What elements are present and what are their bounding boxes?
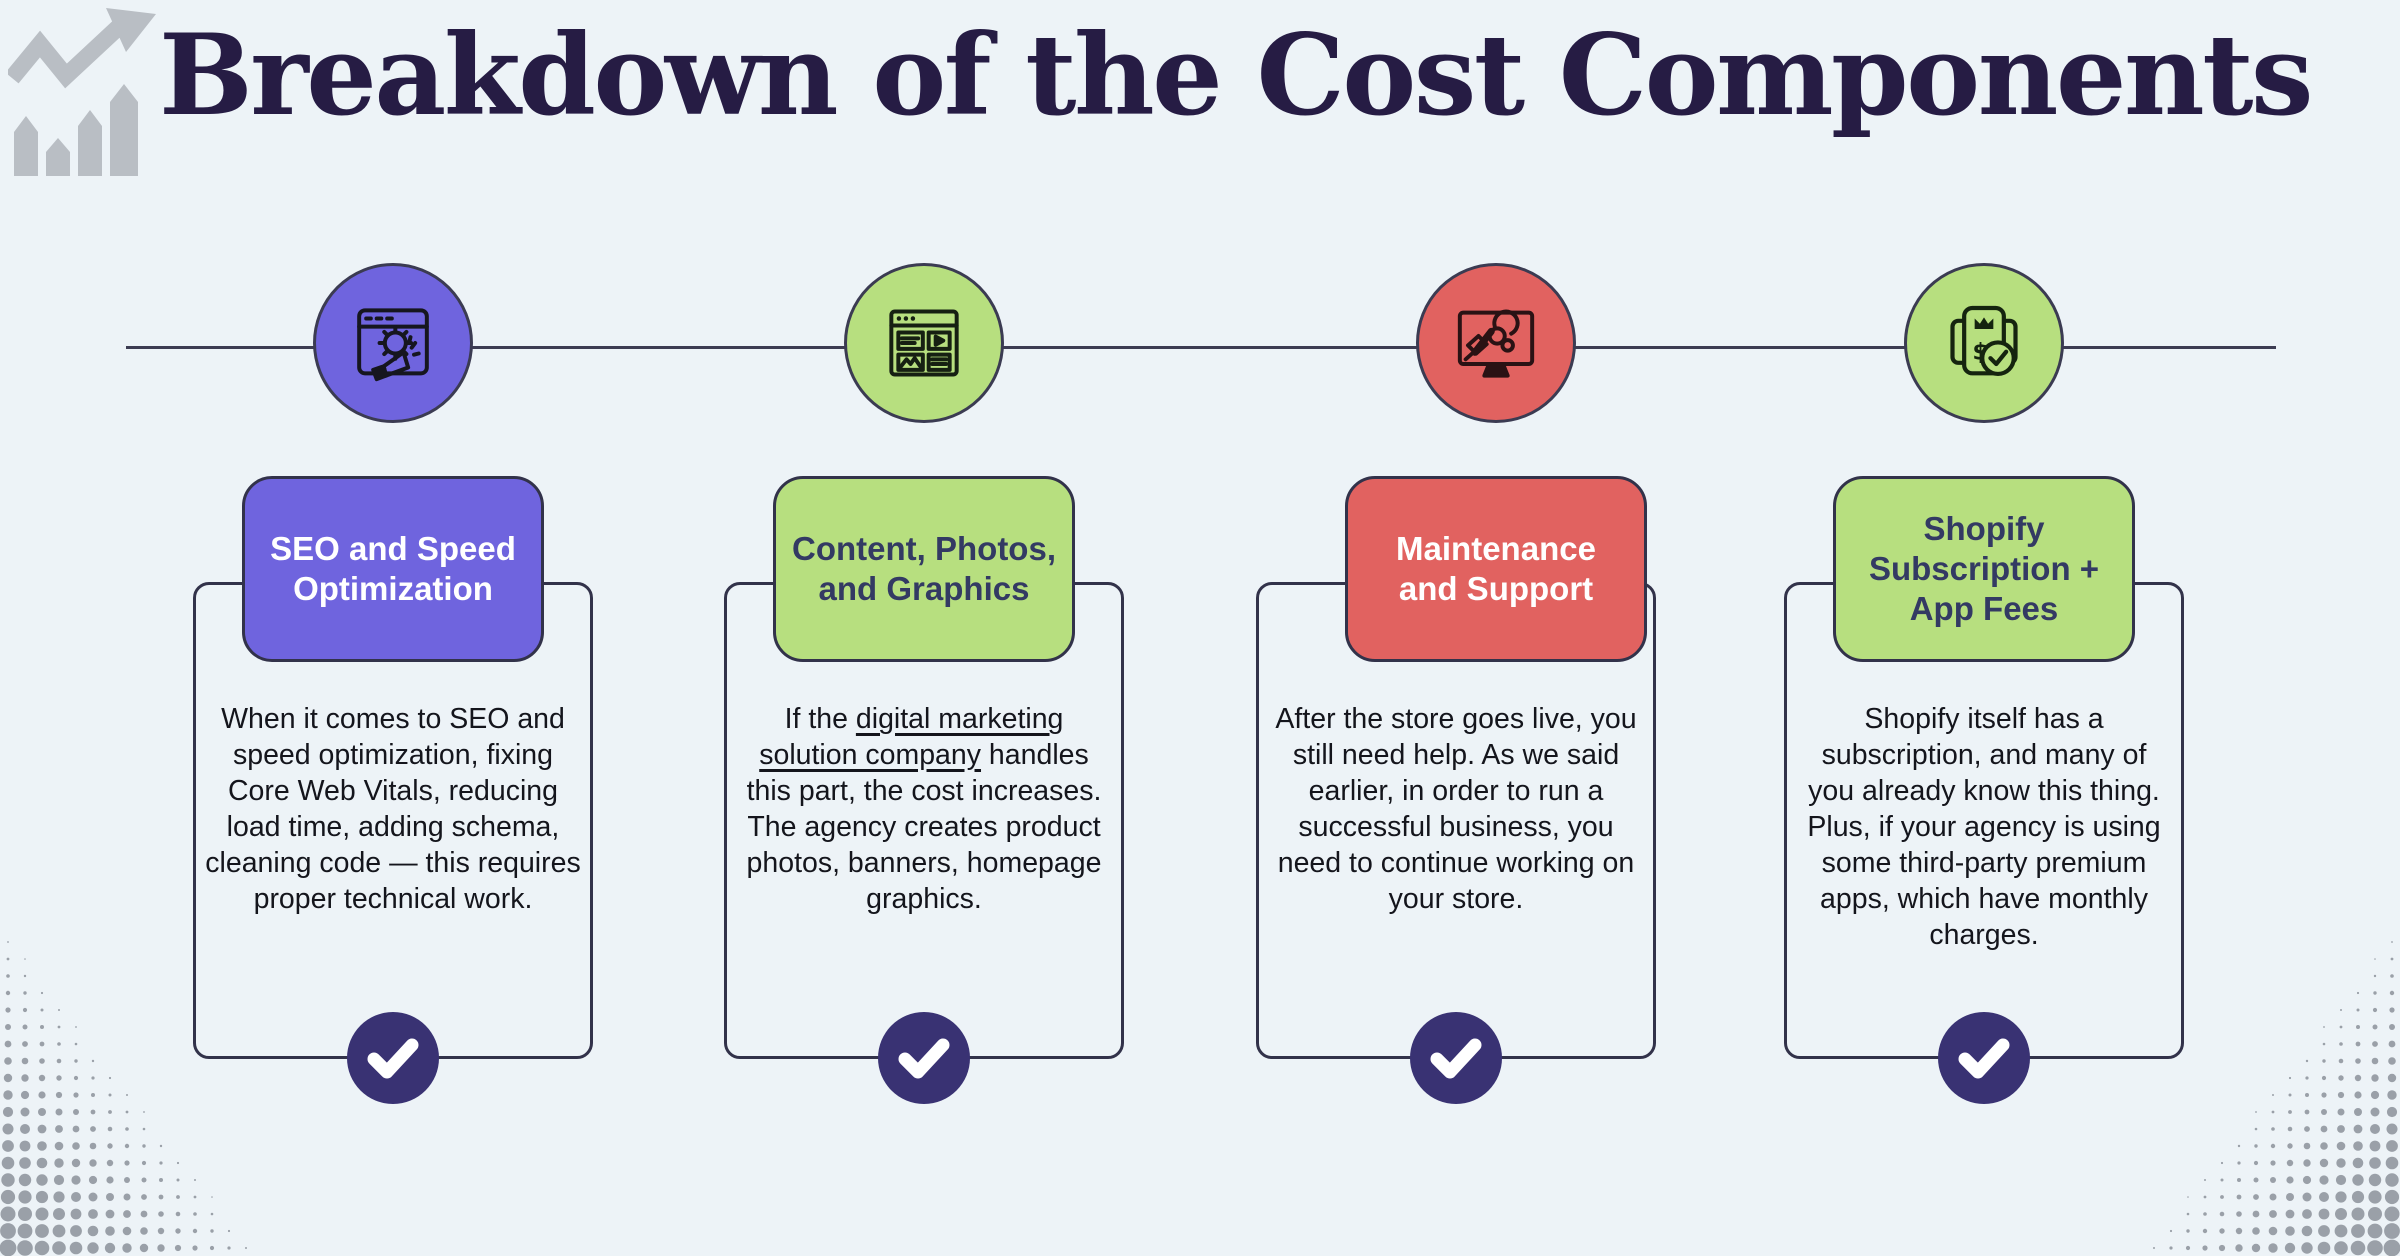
checkmark-icon	[1938, 1012, 2030, 1104]
checkmark-icon	[878, 1012, 970, 1104]
fees-description-text: Shopify itself has a subscription, and m…	[1795, 701, 2173, 953]
monitor-wrench-hand-icon	[1457, 309, 1535, 378]
fees-description-card: Shopify itself has a subscription, and m…	[1784, 582, 2184, 1059]
body-text: handles this part, the cost increases. T…	[746, 739, 1102, 915]
maintenance-header-pill: Maintenance and Support	[1345, 476, 1647, 662]
check-circle	[1938, 1012, 2030, 1104]
maintenance-header-label: Maintenance and Support	[1396, 529, 1596, 607]
browser-gear-megaphone-icon	[357, 308, 429, 382]
check-circle	[347, 1012, 439, 1104]
body-link-text[interactable]: digital marketing solution company	[759, 703, 1064, 771]
seo-icon-circle	[313, 263, 473, 423]
seo-header-pill: SEO and Speed Optimization	[242, 476, 544, 662]
seo-description-card: When it comes to SEO and speed optimizat…	[193, 582, 593, 1059]
column-maintenance: Maintenance and Support After the store …	[1256, 0, 1656, 1256]
body-text: If the	[784, 703, 856, 735]
check-circle	[878, 1012, 970, 1104]
column-shopify-fees: $ Shopify Subscription + App Fees Shopif…	[1784, 0, 2184, 1256]
fees-header-label: Shopify Subscription + App Fees	[1868, 509, 2100, 628]
check-circle	[1410, 1012, 1502, 1104]
growth-arrow-chart-icon	[8, 8, 156, 176]
seo-header-label: SEO and Speed Optimization	[270, 529, 516, 607]
content-header-label: Content, Photos, and Graphics	[792, 529, 1056, 607]
timeline-line	[126, 346, 2276, 349]
column-seo: SEO and Speed Optimization When it comes…	[193, 0, 593, 1256]
body-text: After the store goes live, you still nee…	[1275, 703, 1637, 915]
checkmark-icon	[347, 1012, 439, 1104]
invoice-dollar-check-icon: $	[1950, 305, 2018, 377]
maintenance-icon-circle	[1416, 263, 1576, 423]
page-title: Breakdown of the Cost Components	[158, 11, 2314, 141]
seo-description-text: When it comes to SEO and speed optimizat…	[204, 701, 582, 917]
webpage-media-grid-icon	[889, 309, 959, 377]
maintenance-description-text: After the store goes live, you still nee…	[1267, 701, 1645, 917]
content-icon-circle	[844, 263, 1004, 423]
body-text: Shopify itself has a subscription, and m…	[1807, 703, 2161, 951]
column-content: Content, Photos, and Graphics If the dig…	[724, 0, 1124, 1256]
fees-header-pill: Shopify Subscription + App Fees	[1833, 476, 2135, 662]
content-description-text: If the digital marketing solution compan…	[735, 701, 1113, 917]
checkmark-icon	[1410, 1012, 1502, 1104]
body-text: When it comes to SEO and speed optimizat…	[205, 703, 581, 915]
content-header-pill: Content, Photos, and Graphics	[773, 476, 1075, 662]
fees-icon-circle: $	[1904, 263, 2064, 423]
